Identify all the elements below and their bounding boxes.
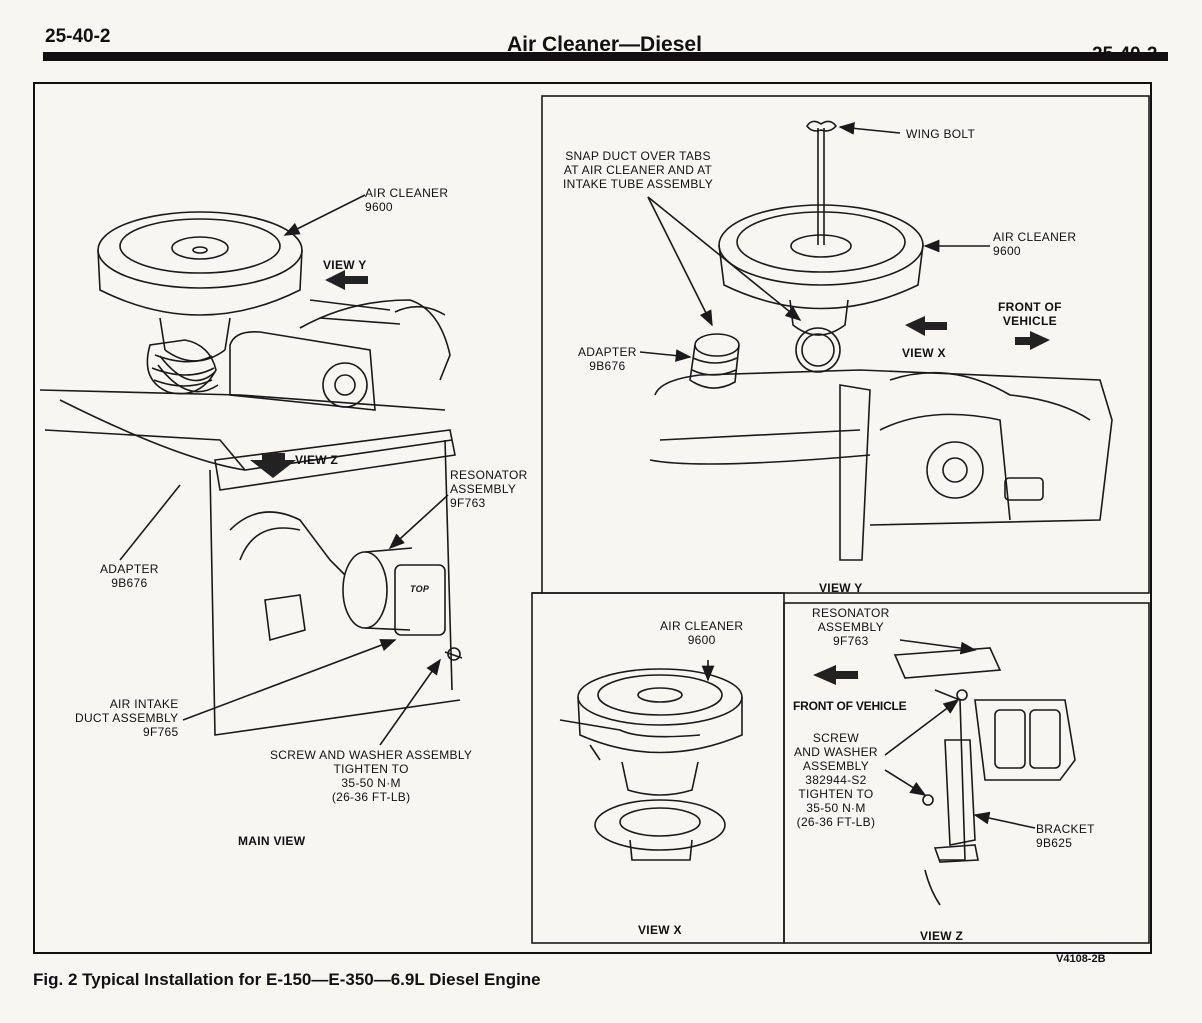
- view-x-panel-border: [531, 592, 785, 944]
- page-title: Air Cleaner—Diesel: [507, 33, 702, 56]
- main-adapter-label: ADAPTER 9B676: [100, 562, 159, 590]
- view-z-screw-label: SCREW AND WASHER ASSEMBLY 382944-S2 TIGH…: [794, 731, 878, 829]
- view-y-wing-bolt-label: WING BOLT: [906, 127, 976, 141]
- main-view-y-direction-arrow: [325, 270, 368, 290]
- view-z-front-label: FRONT OF VEHICLE: [793, 699, 907, 713]
- view-y-front-arrow: [1015, 331, 1050, 350]
- view-y-view-x-direction-arrow: [905, 316, 947, 336]
- main-resonator-drawing: [229, 511, 446, 642]
- figure-code: V4108-2B: [1056, 953, 1106, 965]
- main-air-cleaner-drawing: [97, 211, 303, 393]
- main-engine-drawing: [229, 299, 451, 411]
- view-y-snap-duct-label: SNAP DUCT OVER TABS AT AIR CLEANER AND A…: [563, 149, 714, 191]
- view-y-air-cleaner-label: AIR CLEANER 9600: [993, 230, 1077, 258]
- main-view-y-label: VIEW Y: [323, 258, 367, 272]
- view-y-engine-drawing: [649, 369, 1113, 561]
- view-y-adapter-label: ADAPTER 9B676: [578, 345, 637, 373]
- view-y-air-cleaner-drawing: [718, 120, 924, 373]
- view-x-air-cleaner-drawing: [559, 668, 743, 861]
- figure-frame: [33, 82, 1152, 954]
- main-screw-drawing: [447, 647, 461, 661]
- view-x-air-cleaner-label: AIR CLEANER 9600: [660, 619, 744, 647]
- main-view-z-label: VIEW Z: [295, 453, 339, 467]
- view-z-front-arrow: [813, 665, 858, 685]
- view-z-bracket-label: BRACKET 9B625: [1036, 822, 1095, 850]
- main-air-cleaner-label: AIR CLEANER 9600: [365, 186, 449, 214]
- view-x-caption: VIEW X: [638, 923, 682, 937]
- figure-caption: Fig. 2 Typical Installation for E-150—E-…: [33, 970, 541, 989]
- main-frame-rail: [39, 389, 446, 411]
- main-view-z-direction-arrow: [250, 453, 296, 478]
- main-adapter-hose: [146, 339, 217, 395]
- view-y-view-x-label: VIEW X: [902, 346, 946, 360]
- view-z-bracket-drawing: [893, 647, 1076, 906]
- main-view-caption: MAIN VIEW: [238, 834, 306, 848]
- view-y-front-label: FRONT OF VEHICLE: [998, 300, 1062, 328]
- header-rule: [43, 52, 1168, 61]
- view-y-adapter-drawing: [689, 333, 740, 389]
- main-duct-label: AIR INTAKE DUCT ASSEMBLY 9F765: [75, 697, 179, 739]
- main-resonator-label: RESONATOR ASSEMBLY 9F763: [450, 468, 528, 510]
- main-screw-label: SCREW AND WASHER ASSEMBLY TIGHTEN TO 35-…: [270, 748, 473, 804]
- main-top-tag: TOP: [410, 584, 430, 594]
- view-z-caption: VIEW Z: [920, 929, 964, 943]
- view-y-caption: VIEW Y: [819, 581, 863, 595]
- view-z-panel-border: [783, 602, 1150, 944]
- view-z-resonator-label: RESONATOR ASSEMBLY 9F763: [812, 606, 890, 648]
- page-number-left: 25-40-2: [45, 26, 111, 47]
- view-y-panel-border: [541, 95, 1150, 594]
